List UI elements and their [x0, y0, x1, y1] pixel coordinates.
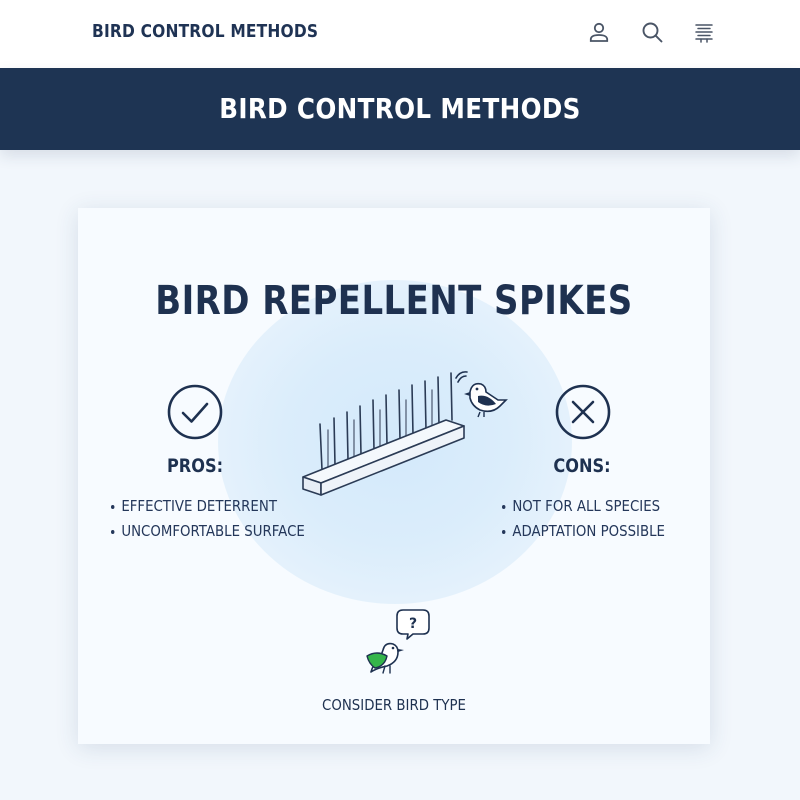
question-bird-icon: ? [366, 609, 430, 674]
menu-icon[interactable] [692, 20, 716, 44]
x-circle-icon [554, 383, 612, 441]
consider-bird-type-label: CONSIDER BIRD TYPE [322, 696, 466, 714]
pros-list: EFFECTIVE DETERRENT UNCOMFORTABLE SURFAC… [111, 494, 336, 544]
cons-list: NOT FOR ALL SPECIES ADAPTATION POSSIBLE [502, 494, 692, 544]
brand-title[interactable]: BIRD CONTROL METHODS [92, 21, 319, 42]
pros-item: EFFECTIVE DETERRENT [111, 494, 305, 519]
cons-item: NOT FOR ALL SPECIES [502, 494, 665, 519]
bird-spike-strip-illustration [302, 372, 465, 496]
cons-heading: CONS: [553, 455, 611, 477]
card-title: BIRD REPELLENT SPIKES [155, 278, 633, 324]
search-icon[interactable] [640, 20, 664, 44]
user-icon[interactable] [587, 20, 611, 44]
cons-item: ADAPTATION POSSIBLE [502, 519, 665, 544]
page-banner: BIRD CONTROL METHODS [0, 68, 800, 150]
check-circle-icon [166, 383, 224, 441]
svg-text:?: ? [409, 616, 417, 632]
info-card: BIRD REPELLENT SPIKES PROS: EFFECTIVE DE… [78, 208, 710, 744]
banner-title: BIRD CONTROL METHODS [219, 92, 581, 125]
pros-heading: PROS: [166, 455, 224, 477]
pros-item: UNCOMFORTABLE SURFACE [111, 519, 305, 544]
top-navigation-bar: BIRD CONTROL METHODS [0, 0, 800, 68]
chirping-bird-icon [455, 371, 508, 418]
